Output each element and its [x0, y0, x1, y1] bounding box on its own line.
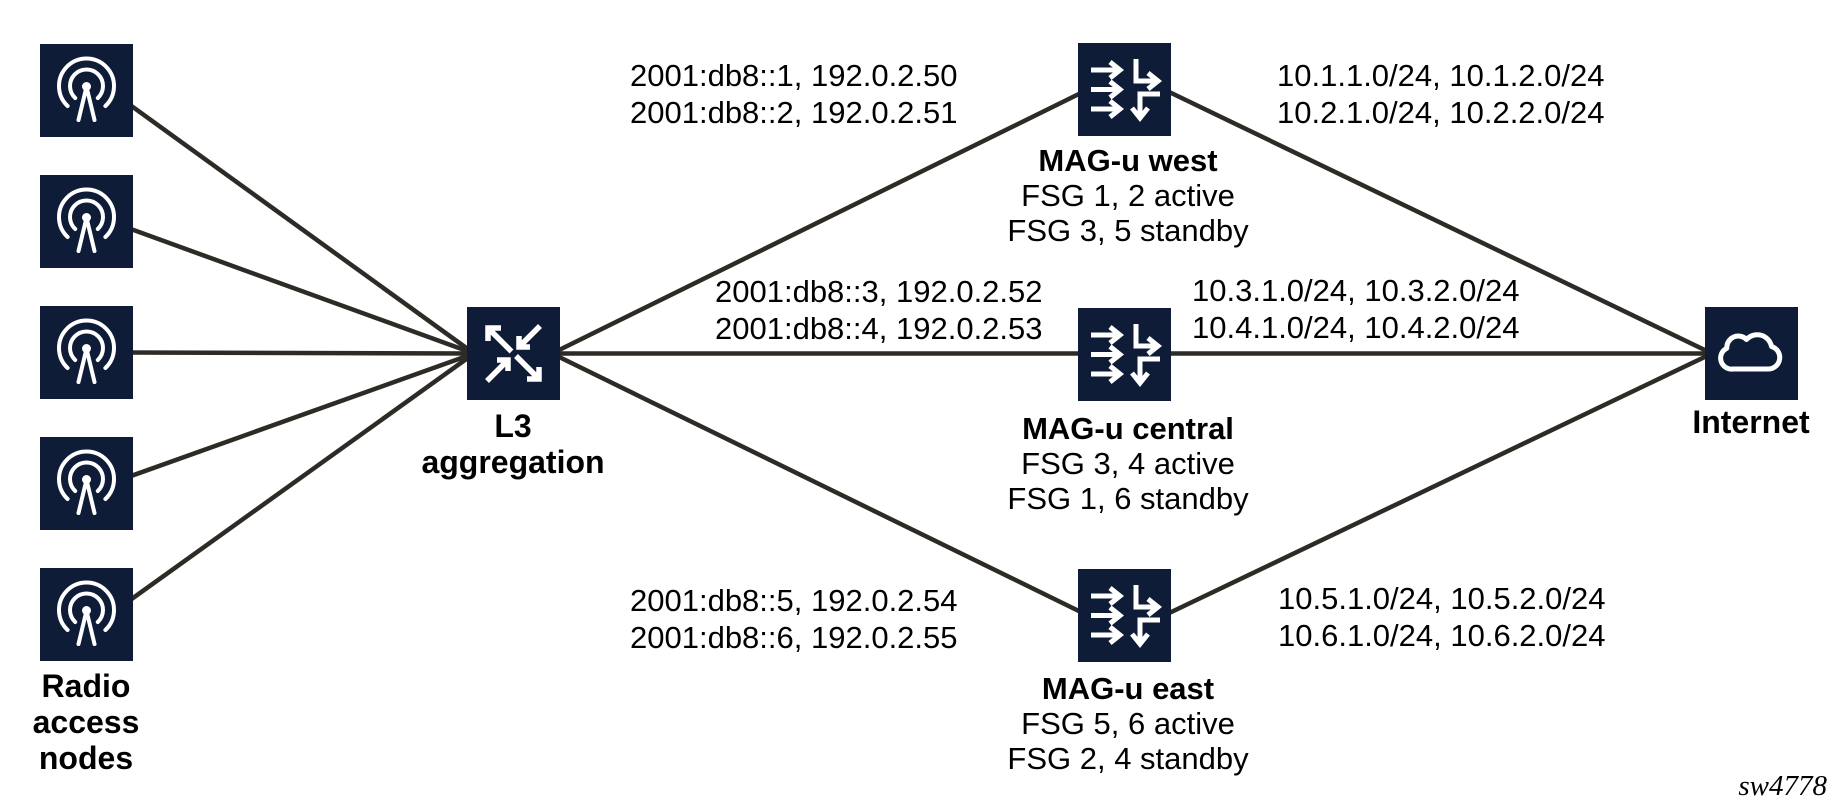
internet-node — [1705, 307, 1798, 400]
subnet-line: 10.3.1.0/24, 10.3.2.0/24 — [1192, 273, 1520, 308]
traffic-steering-switch-icon — [1091, 324, 1163, 388]
mag-u-west-fsg-active: FSG 1, 2 active — [1021, 178, 1235, 213]
mag-u-central-fsg-active: FSG 3, 4 active — [1021, 446, 1235, 481]
address-line: 2001:db8::4, 192.0.2.53 — [715, 311, 1043, 346]
subnet-line: 10.4.1.0/24, 10.4.2.0/24 — [1192, 310, 1520, 345]
mag-u-west-label: MAG-u west FSG 1, 2 active FSG 3, 5 stan… — [1007, 143, 1248, 248]
internet-label: Internet — [1692, 404, 1810, 440]
link-radio3-l3 — [109, 350, 475, 356]
broadcast-antenna-icon — [57, 580, 116, 646]
l3-aggregation-label: L3 aggregation — [421, 408, 605, 480]
traffic-steering-switch-icon — [1091, 59, 1163, 123]
subnet-line: 10.1.1.0/24, 10.1.2.0/24 — [1277, 58, 1605, 93]
mag-u-east-label: MAG-u east FSG 5, 6 active FSG 2, 4 stan… — [1007, 671, 1248, 776]
mag-u-central-node — [1078, 308, 1171, 401]
mag-central-uplink-addresses: 2001:db8::3, 192.0.2.52 2001:db8::4, 192… — [715, 273, 1043, 347]
mag-u-east-title: MAG-u east — [1041, 671, 1215, 706]
radio-access-node-1 — [40, 44, 133, 137]
mag-u-central-label: MAG-u central FSG 3, 4 active FSG 1, 6 s… — [1007, 411, 1248, 516]
subnet-line: 10.5.1.0/24, 10.5.2.0/24 — [1278, 581, 1606, 616]
broadcast-antenna-icon — [57, 56, 116, 122]
link-radio1-l3 — [108, 88, 476, 356]
mag-u-east-fsg-active: FSG 5, 6 active — [1021, 706, 1235, 741]
broadcast-antenna-icon — [57, 318, 116, 384]
mag-u-west-node — [1078, 43, 1171, 136]
l3-aggregation-node — [467, 307, 560, 400]
link-radio4-l3 — [109, 351, 475, 486]
subnet-line: 10.6.1.0/24, 10.6.2.0/24 — [1278, 618, 1606, 653]
mag-u-east-fsg-standby: FSG 2, 4 standby — [1007, 741, 1249, 776]
mag-east-subnets: 10.5.1.0/24, 10.5.2.0/24 10.6.1.0/24, 10… — [1278, 580, 1606, 654]
address-line: 2001:db8::2, 192.0.2.51 — [630, 95, 958, 130]
figure-id: sw4778 — [1738, 770, 1827, 802]
link-l3-mag-east — [551, 351, 1089, 618]
address-line: 2001:db8::5, 192.0.2.54 — [630, 583, 958, 618]
radio-access-node-2 — [40, 175, 133, 268]
mag-west-subnets: 10.1.1.0/24, 10.1.2.0/24 10.2.1.0/24, 10… — [1277, 57, 1605, 131]
link-radio2-l3 — [109, 219, 475, 356]
address-line: 2001:db8::3, 192.0.2.52 — [715, 274, 1043, 309]
mag-u-west-fsg-standby: FSG 3, 5 standby — [1007, 213, 1249, 248]
mag-u-east-node — [1078, 569, 1171, 662]
mag-central-subnets: 10.3.1.0/24, 10.3.2.0/24 10.4.1.0/24, 10… — [1192, 272, 1520, 346]
address-line: 2001:db8::1, 192.0.2.50 — [630, 58, 958, 93]
mag-east-uplink-addresses: 2001:db8::5, 192.0.2.54 2001:db8::6, 192… — [630, 582, 958, 656]
mag-west-uplink-addresses: 2001:db8::1, 192.0.2.50 2001:db8::2, 192… — [630, 57, 958, 131]
link-mag-east-internet — [1163, 351, 1713, 618]
broadcast-antenna-icon — [57, 187, 116, 253]
mag-u-west-title: MAG-u west — [1038, 143, 1218, 178]
radio-access-nodes-label: Radio access nodes — [32, 668, 140, 776]
radio-access-node-3 — [40, 306, 133, 399]
broadcast-antenna-icon — [57, 449, 116, 515]
mag-u-central-fsg-standby: FSG 1, 6 standby — [1007, 481, 1249, 516]
link-l3-mag-west — [551, 87, 1089, 356]
link-mag-west-internet — [1163, 87, 1713, 356]
cloud-icon — [1718, 332, 1783, 372]
link-radio5-l3 — [108, 351, 476, 617]
traffic-steering-switch-icon — [1091, 585, 1163, 649]
address-line: 2001:db8::6, 192.0.2.55 — [630, 620, 958, 655]
crossing-arrows-router-icon — [485, 324, 542, 383]
radio-access-node-4 — [40, 437, 133, 530]
mag-u-central-title: MAG-u central — [1022, 411, 1234, 446]
radio-access-node-5 — [40, 568, 133, 661]
subnet-line: 10.2.1.0/24, 10.2.2.0/24 — [1277, 95, 1605, 130]
